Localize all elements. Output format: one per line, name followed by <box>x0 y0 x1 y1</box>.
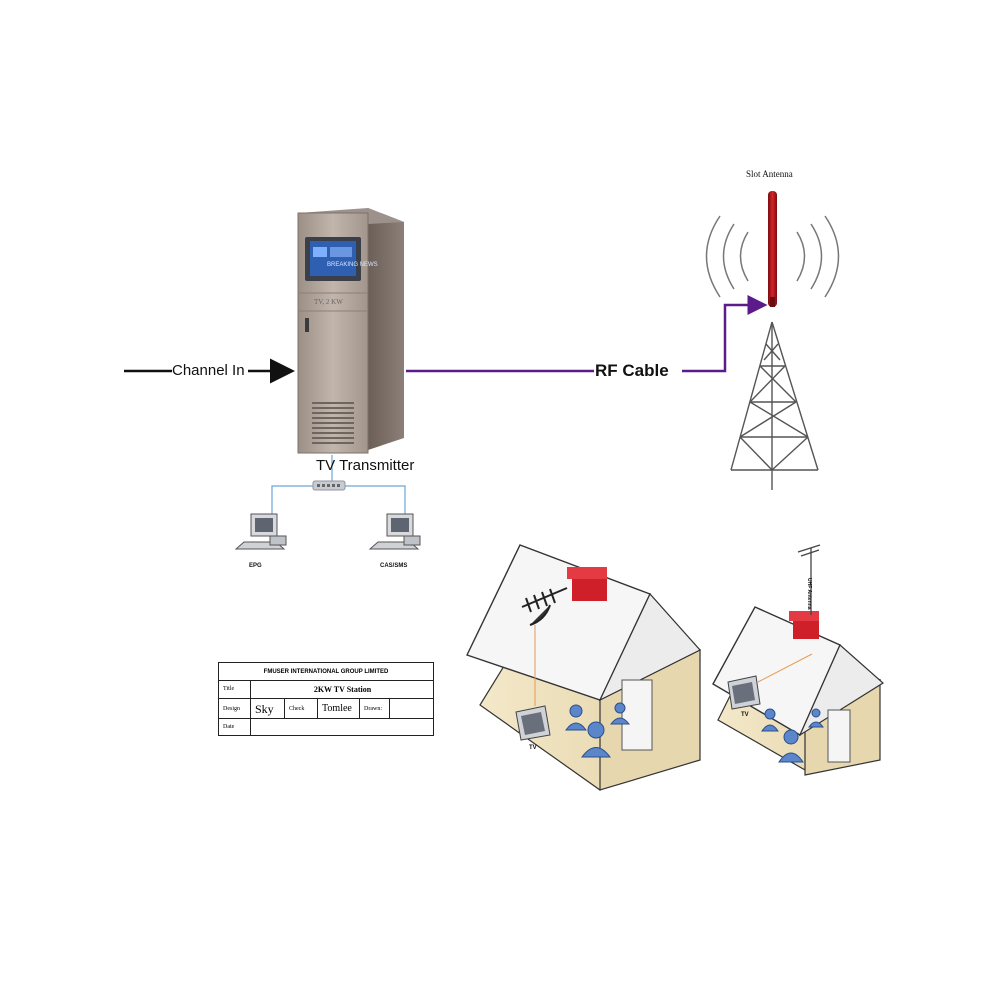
house-1 <box>466 544 701 791</box>
check-value: Tomlee <box>318 699 360 718</box>
slot-antenna-label: Slot Antenna <box>746 169 793 179</box>
signal-waves <box>705 215 840 298</box>
tv-transmitter-cabinet <box>297 208 404 454</box>
lattice-tower <box>730 321 819 490</box>
cabinet-brand-label: TV, 2 KW <box>314 298 343 306</box>
lan-network <box>271 455 406 515</box>
uhf-antenna-icon <box>797 544 821 615</box>
title-block-design-row: Design Sky Check Tomlee Drawn: <box>219 699 433 719</box>
house-2-tv-label: TV <box>741 712 749 718</box>
people-icon <box>761 708 824 763</box>
chimney <box>789 611 819 639</box>
cabinet-door-handle <box>305 318 309 332</box>
people-icon <box>565 702 631 758</box>
roof-yagi-antenna-icon <box>521 587 568 626</box>
title-block-date-row: Date <box>219 719 433 736</box>
network-switch <box>312 480 346 491</box>
transmitter-screen <box>310 241 356 276</box>
house-2-door <box>827 709 851 763</box>
house-2 <box>712 544 884 776</box>
tv-set-icon <box>727 675 761 710</box>
cas-sms-computer-icon <box>368 513 421 550</box>
epg-label: EPG <box>249 563 262 569</box>
tv-set-icon <box>515 705 551 741</box>
cas-sms-label: CAS/SMS <box>380 563 408 569</box>
title-block-company: FMUSER INTERNATIONAL GROUP LIMITED <box>219 663 433 681</box>
title-block-title-row: Title 2KW TV Station <box>219 681 433 699</box>
channel-in-label: Channel In <box>172 362 245 379</box>
house-1-tv-label: TV <box>529 745 537 751</box>
transmitter-screen-text: BREAKING NEWS <box>327 262 378 268</box>
design-value: Sky <box>251 699 285 718</box>
date-label: Date <box>219 719 251 736</box>
epg-computer-icon <box>234 513 287 550</box>
design-label: Design <box>219 699 251 718</box>
check-label: Check <box>285 699 318 718</box>
slot-antenna <box>768 191 777 307</box>
uhf-antenna-label: UHF Antenna <box>806 578 812 610</box>
rf-cable-line <box>406 295 768 373</box>
house-2-feed-line <box>757 653 813 683</box>
house-1-door <box>621 679 653 751</box>
chimney <box>567 567 607 601</box>
rf-cable-label: RF Cable <box>595 361 669 380</box>
cabinet-vent-grille <box>312 402 354 444</box>
drawing-title-block: FMUSER INTERNATIONAL GROUP LIMITED Title… <box>218 662 434 736</box>
title-value: 2KW TV Station <box>313 685 372 694</box>
drawn-label: Drawn: <box>360 699 390 718</box>
title-label: Title <box>219 681 251 698</box>
tv-transmitter-label: TV Transmitter <box>316 457 415 474</box>
